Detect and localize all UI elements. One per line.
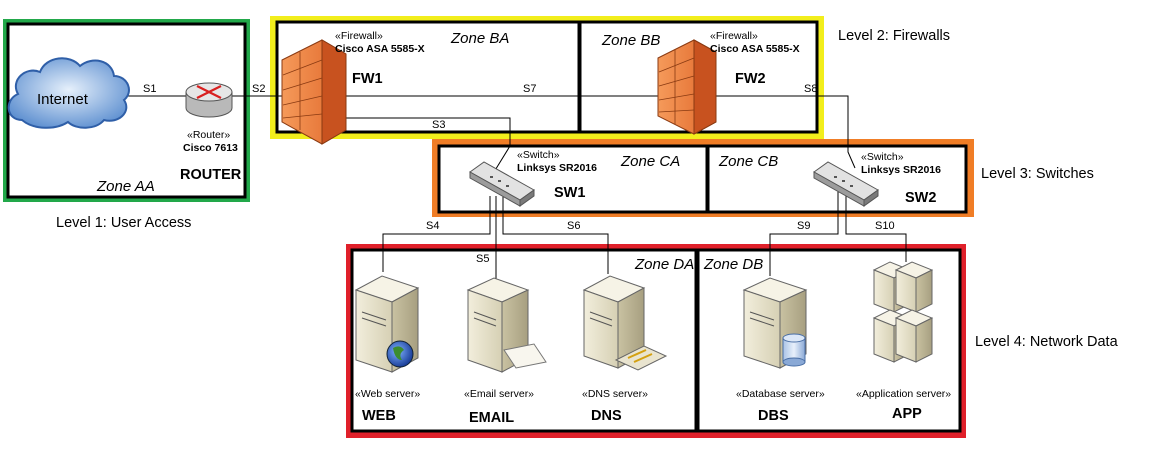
dns-server-icon [582, 275, 668, 371]
fw1-name: FW1 [352, 71, 383, 87]
link-s4 [382, 196, 491, 272]
firewall-icon [281, 39, 347, 145]
link-s1-label: S1 [143, 83, 156, 95]
zone-db-label: Zone DB [703, 256, 763, 273]
link-s7-label: S7 [523, 83, 536, 95]
link-s6 [502, 196, 609, 274]
level3-label: Level 3: Switches [981, 166, 1094, 182]
router-model: Cisco 7613 [183, 142, 238, 154]
sw2-model: Linksys SR2016 [861, 164, 941, 176]
app-stereotype: «Application server» [856, 388, 951, 400]
link-s3 [346, 117, 511, 173]
web-server-icon [354, 275, 420, 373]
dns-name: DNS [591, 408, 622, 424]
app-name: APP [892, 406, 922, 422]
sw1-stereotype: «Switch» [517, 149, 560, 161]
web-name: WEB [362, 408, 396, 424]
sw1-model: Linksys SR2016 [517, 162, 597, 174]
firewall-icon [657, 39, 717, 135]
link-s4-label: S4 [426, 220, 439, 232]
dbs-stereotype: «Database server» [736, 388, 825, 400]
cloud-icon [7, 57, 130, 129]
link-s8-label: S8 [804, 83, 817, 95]
link-s9 [769, 186, 839, 276]
zone-bb-label: Zone BB [601, 32, 660, 49]
link-s3-label: S3 [432, 119, 445, 131]
link-s6-label: S6 [567, 220, 580, 232]
fw2-model: Cisco ASA 5585-X [710, 43, 800, 55]
web-stereotype: «Web server» [355, 388, 420, 400]
link-s5-label: S5 [476, 253, 489, 265]
switch-icon [813, 161, 879, 207]
level2-label: Level 2: Firewalls [838, 28, 950, 44]
fw2-name: FW2 [735, 71, 766, 87]
router-name: ROUTER [180, 167, 242, 183]
zone-ba-label: Zone BA [450, 30, 509, 47]
fw1-model: Cisco ASA 5585-X [335, 43, 425, 55]
fw2-stereotype: «Firewall» [710, 30, 758, 42]
sw2-name: SW2 [905, 190, 936, 206]
dns-stereotype: «DNS server» [582, 388, 648, 400]
sw2-stereotype: «Switch» [861, 151, 904, 163]
zone-da-label: Zone DA [634, 256, 694, 273]
router-icon [185, 82, 233, 118]
email-server-icon [466, 277, 547, 373]
link-s8 [716, 95, 856, 169]
link-s10-label: S10 [875, 220, 895, 232]
dbs-name: DBS [758, 408, 789, 424]
link-s2-label: S2 [252, 83, 265, 95]
email-stereotype: «Email server» [464, 388, 534, 400]
sw1-name: SW1 [554, 185, 585, 201]
internet-label: Internet [37, 91, 89, 108]
zone-ca-label: Zone CA [620, 153, 680, 170]
router-stereotype: «Router» [187, 129, 230, 141]
zone-aa-label: Zone AA [96, 178, 155, 195]
switch-icon [469, 161, 535, 207]
application-server-icon [872, 261, 934, 363]
email-name: EMAIL [469, 410, 514, 426]
level4-label: Level 4: Network Data [975, 334, 1119, 350]
zone-cb-label: Zone CB [718, 153, 778, 170]
database-server-icon [742, 277, 808, 369]
link-s9-label: S9 [797, 220, 810, 232]
fw1-stereotype: «Firewall» [335, 30, 383, 42]
link-s10 [845, 186, 907, 262]
level1-label: Level 1: User Access [56, 215, 191, 231]
